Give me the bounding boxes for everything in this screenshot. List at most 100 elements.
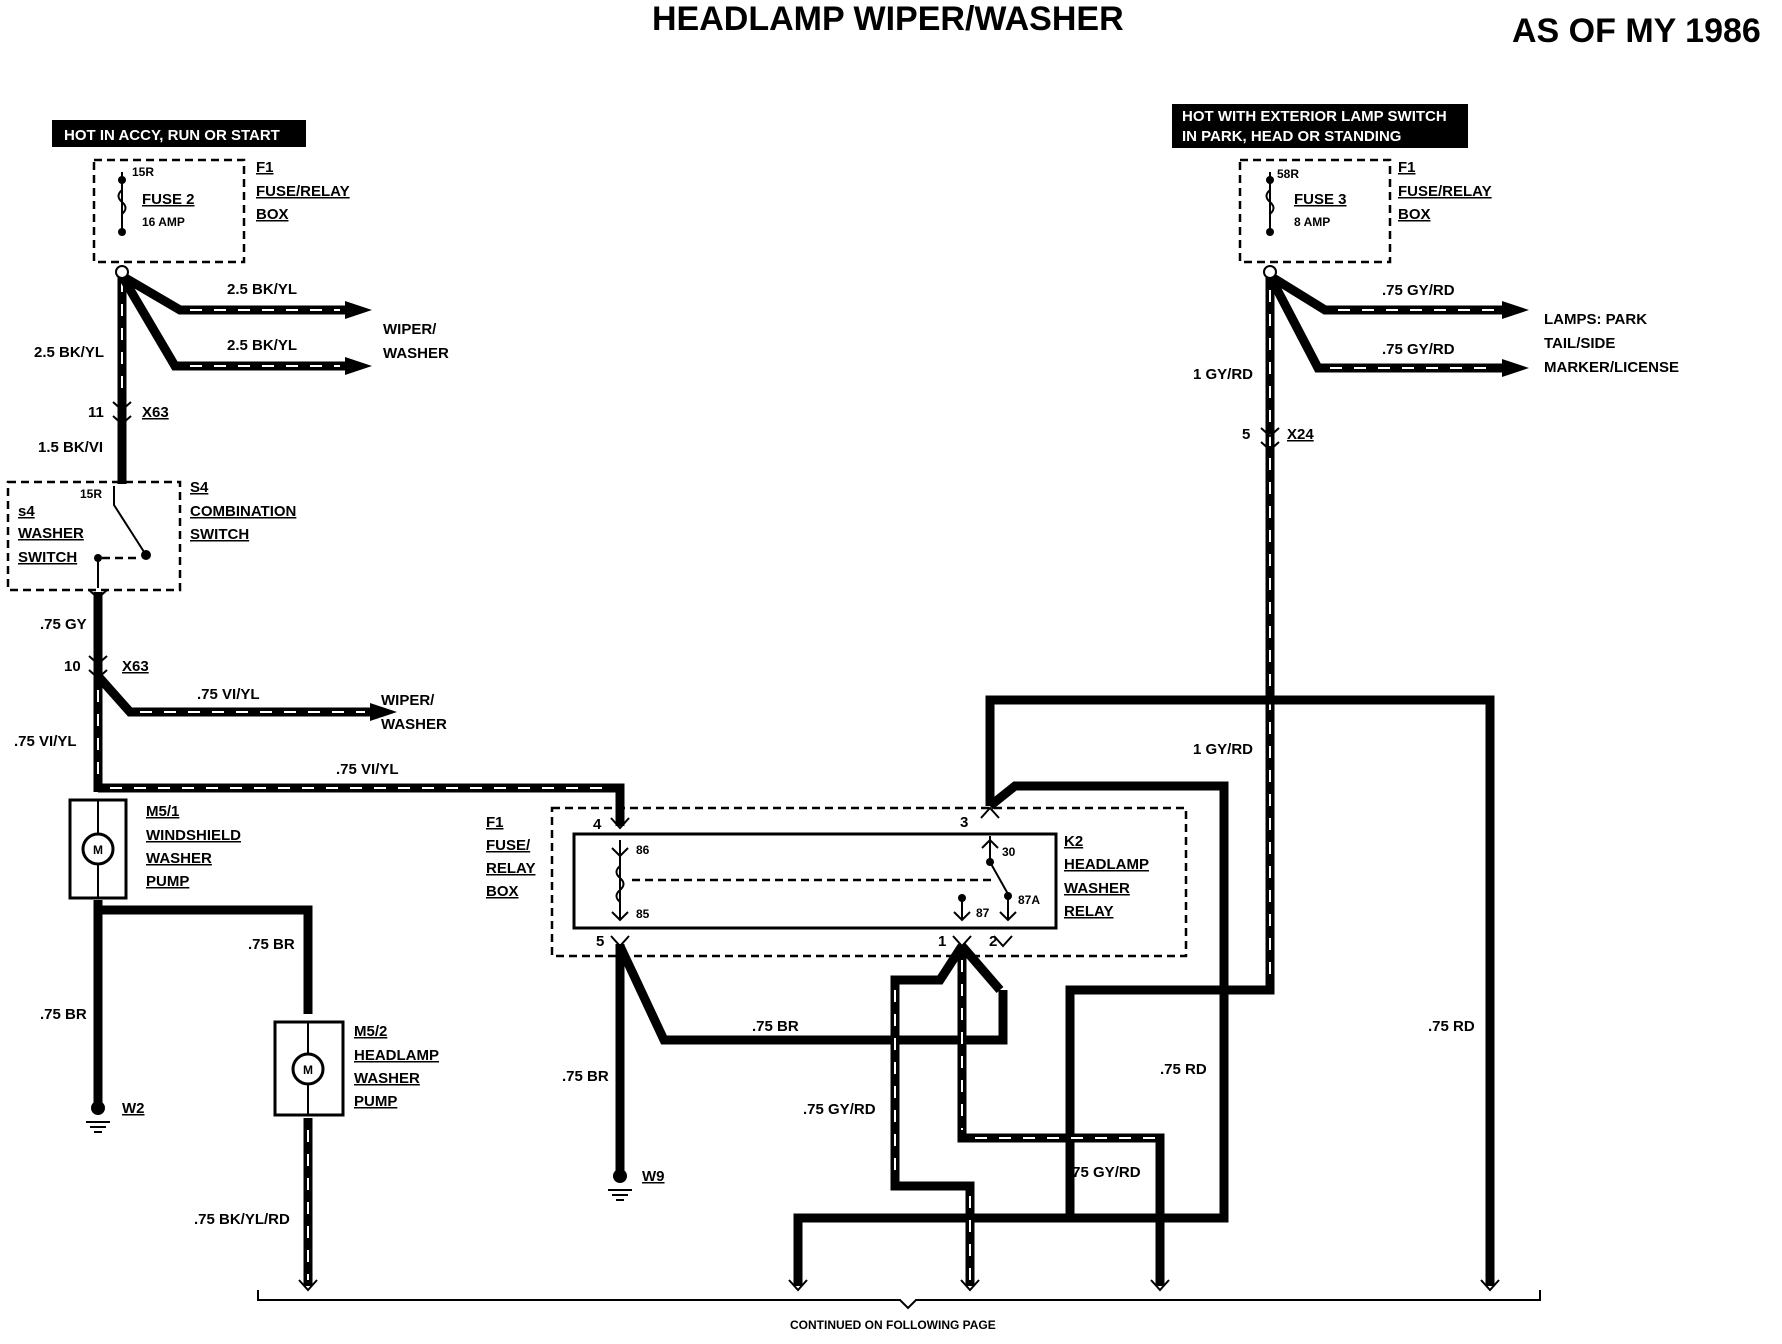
combo-switch-1: COMBINATION (190, 503, 296, 520)
fuse3-name: FUSE 3 (1294, 191, 1347, 208)
wire-label-075-viyl-a: .75 VI/YL (197, 686, 260, 703)
banner-exterior-lamp (1172, 104, 1468, 148)
relay-coil-arrow-top (611, 847, 629, 857)
fuse3-rating: 8 AMP (1294, 215, 1330, 229)
wire-label-25-bkyl-b: 2.5 BK/YL (227, 337, 297, 354)
relay-t86: 86 (636, 843, 650, 857)
f1-left-name-2: BOX (256, 206, 289, 223)
pump2-line-2: WASHER (354, 1070, 420, 1087)
wire-label-075-viyl-c: .75 VI/YL (336, 761, 399, 778)
relay-t30: 30 (1002, 845, 1016, 859)
fuse2-rating: 16 AMP (142, 215, 185, 229)
fuse-relay-box-right-outline (1238, 158, 1392, 264)
wire-075-rd-loop (793, 781, 1229, 1286)
f1-left-id: F1 (256, 159, 274, 176)
pump2-line-3: PUMP (354, 1093, 397, 1110)
ground-w2-icon (86, 1101, 110, 1133)
wire-label-075-gyrd-a: .75 GY/RD (1382, 282, 1455, 299)
fuse2-pin: 15R (132, 165, 154, 179)
relay-pin-4: 4 (593, 816, 602, 833)
washer-switch-1: WASHER (18, 525, 84, 542)
fuse3-pin: 58R (1277, 167, 1299, 181)
relay-pin4-arrow (610, 817, 630, 830)
dest-wiper-washer-a2: WASHER (383, 345, 449, 362)
model-year: AS OF MY 1986 (1512, 12, 1761, 50)
x24-pin-5: 5 (1242, 426, 1250, 443)
combo-switch-2: SWITCH (190, 526, 249, 543)
wire-label-075-br-b: .75 BR (40, 1006, 87, 1023)
dest-lamps-3: MARKER/LICENSE (1544, 359, 1679, 376)
wire-label-075-bkylrd: .75 BK/YL/RD (194, 1211, 290, 1228)
pump1-motor-icon (81, 832, 115, 866)
banner-accy-run-start (52, 120, 306, 147)
relay-line-1: HEADLAMP (1064, 856, 1149, 873)
relay-contact-arrow-top (981, 838, 999, 849)
relay-pin-2: 2 (989, 933, 997, 950)
pump1-line-3: PUMP (146, 873, 189, 890)
relay-pin-5: 5 (596, 933, 604, 950)
continued-note: CONTINUED ON FOLLOWING PAGE (790, 1318, 996, 1332)
relay-pin3-arrow (980, 806, 1000, 819)
connector-x63-11 (112, 401, 132, 426)
x63-pin-10: 10 (64, 658, 81, 675)
fuse2-icon (117, 189, 127, 215)
pump1-motor-letter: M (93, 843, 103, 857)
dest-wiper-washer-b2: WASHER (381, 716, 447, 733)
relay-contact-pivot (986, 858, 994, 866)
pump2-line-1: HEADLAMP (354, 1047, 439, 1064)
wire-075-rd-right (985, 695, 1495, 1286)
wire-label-25-bkyl-a: 2.5 BK/YL (227, 281, 297, 298)
pump1-id: M5/1 (146, 803, 179, 820)
wire-label-075-rd-a: .75 RD (1428, 1018, 1475, 1035)
wire-switch-to-pump1 (93, 592, 370, 792)
wire-fuse2-feed (117, 272, 345, 484)
washer-switch-id: s4 (18, 503, 35, 520)
wire-075-gyrd-relay (890, 943, 1165, 1286)
page-title: HEADLAMP WIPER/WASHER (652, 0, 1124, 38)
relay-t87: 87 (976, 906, 990, 920)
arrow-wiper-washer-3 (370, 703, 397, 721)
fuse3-icon (1265, 189, 1275, 215)
fuse-relay-box-left-outline (92, 158, 246, 264)
wire-pump1-ground (93, 900, 313, 1108)
f1-right-name-2: BOX (1398, 206, 1431, 223)
relay-id: K2 (1064, 833, 1083, 850)
wire-label-075-gy: .75 GY (40, 616, 87, 633)
fuse3-output-node (1263, 265, 1277, 279)
wire-label-1-gyrd-a: 1 GY/RD (1193, 366, 1253, 383)
dest-wiper-washer-b1: WIPER/ (381, 692, 435, 709)
relay-box-line-3: BOX (486, 883, 519, 900)
ground-w9-label: W9 (642, 1168, 665, 1185)
continuation-arrows (298, 1279, 1500, 1292)
relay-pin2-arrow (993, 935, 1013, 948)
fuse2-terminal-top (118, 176, 126, 184)
relay-pin-1: 1 (938, 933, 946, 950)
relay-pin-3: 3 (960, 814, 968, 831)
switch-pin: 15R (80, 487, 102, 501)
dest-wiper-washer-a1: WIPER/ (383, 321, 437, 338)
x63-label-b: X63 (122, 658, 149, 675)
arrow-wiper-washer-1 (345, 301, 372, 319)
relay-pin5-arrow (610, 935, 630, 948)
f1-right-name-1: FUSE/RELAY (1398, 183, 1492, 200)
f1-left-name-1: FUSE/RELAY (256, 183, 350, 200)
relay-fuse-box-outline (550, 806, 1188, 958)
relay-coil-icon (615, 865, 625, 903)
switch-output-arrow (88, 589, 108, 600)
relay-87-arrow (953, 911, 971, 922)
wire-fuse3-feed (1065, 272, 1502, 1215)
dest-lamps-2: TAIL/SIDE (1544, 335, 1615, 352)
wire-label-075-viyl-b: .75 VI/YL (14, 733, 77, 750)
relay-coil-arrow-bottom (611, 911, 629, 922)
wire-label-075-br-d: .75 BR (562, 1068, 609, 1085)
wire-label-075-gyrd-b: .75 GY/RD (1382, 341, 1455, 358)
wire-relay-pin5-ground (615, 944, 1008, 1174)
combo-switch-id: S4 (190, 479, 209, 496)
relay-t87a: 87A (1018, 893, 1040, 907)
wire-pump1-to-relay-pin4 (98, 783, 625, 826)
wire-label-075-br-c: .75 BR (752, 1018, 799, 1035)
banner-exterior-lamp-1: HOT WITH EXTERIOR LAMP SWITCH (1182, 108, 1447, 125)
wire-label-25-bkyl-c: 2.5 BK/YL (34, 344, 104, 361)
relay-pin1-arrow (952, 935, 972, 948)
